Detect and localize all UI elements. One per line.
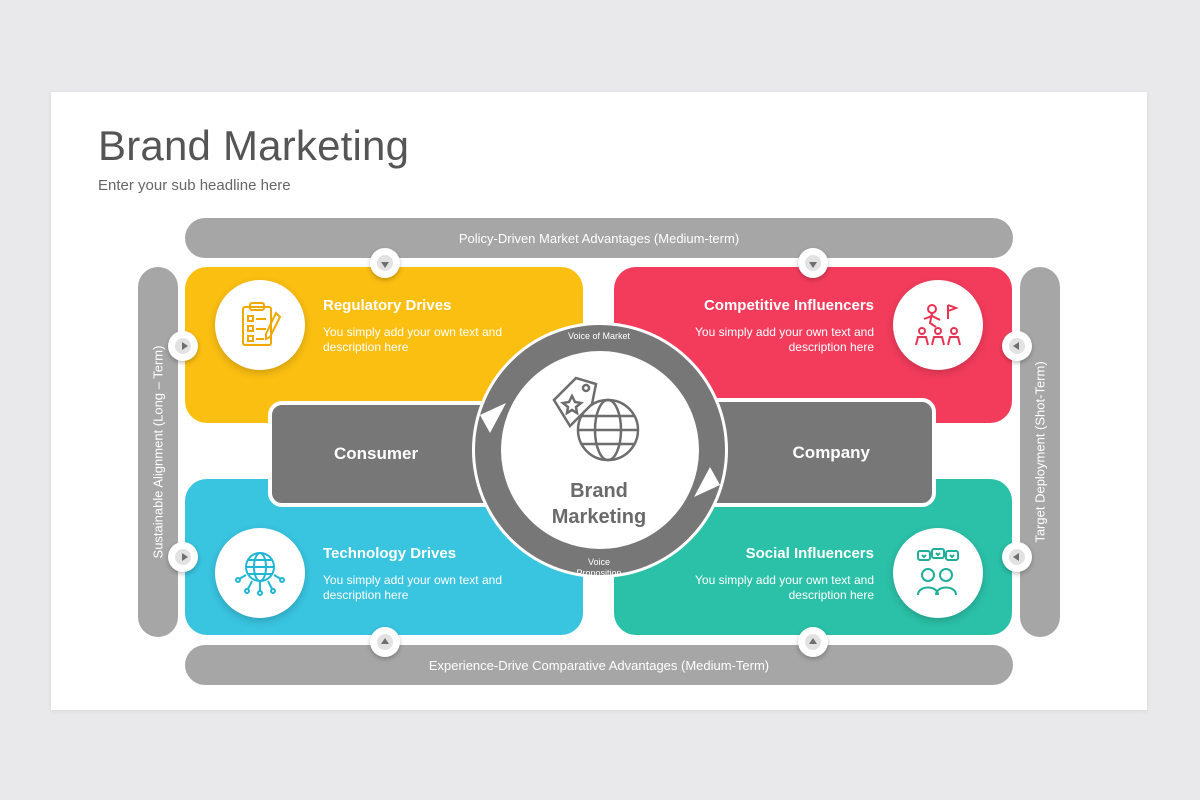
left-top-right-arrow-icon [168,331,198,361]
center-title-line2: Marketing [551,506,647,528]
bottom-left-up-arrow-icon [370,627,400,657]
left-bottom-right-arrow-icon [168,542,198,572]
card-description: You simply add your own text and descrip… [695,325,874,354]
climbing-team-flag-icon [893,280,983,370]
proposition-label: Proposition [576,568,622,578]
bottom-bar-label: Experience-Drive Comparative Advantages … [428,657,770,673]
card-title: Technology Drives [323,545,457,562]
right-bottom-left-arrow-icon [1002,542,1032,572]
card-description: You simply add your own text and descrip… [695,573,874,602]
card-title: Social Influencers [745,545,874,562]
clipboard-checklist-icon [215,280,305,370]
people-chat-hearts-icon [893,528,983,618]
right-bar-label: Target Deployment (Shot-Term) [1032,361,1048,543]
page-subtitle: Enter your sub headline here [98,177,291,194]
center-ring [472,322,728,578]
top-left-down-arrow-icon [370,248,400,278]
right-top-left-arrow-icon [1002,331,1032,361]
card-title: Competitive Influencers [703,297,874,314]
top-bar-label: Policy-Driven Market Advantages (Medium-… [458,230,740,246]
right-bar: Target Deployment (Shot-Term) [1020,267,1060,637]
top-bar: Policy-Driven Market Advantages (Medium-… [185,218,1013,258]
voice-label: Voice [587,557,611,567]
voice-of-market-label: Voice of Market [567,331,631,341]
left-bar: Sustainable Alignment (Long – Term) [138,267,178,637]
consumer-label: Consumer [334,444,419,463]
company-label: Company [792,442,870,462]
card-description: You simply add your own text and descrip… [323,325,502,354]
globe-price-tag-icon [552,376,640,462]
card-description: You simply add your own text and descrip… [323,573,502,602]
center-title: Brand Marketing [530,478,668,530]
bottom-right-up-arrow-icon [798,627,828,657]
left-bar-label: Sustainable Alignment (Long – Term) [150,345,166,559]
bottom-bar: Experience-Drive Comparative Advantages … [185,645,1013,685]
center-title-line1: Brand [570,480,628,502]
card-title: Regulatory Drives [323,297,452,314]
top-right-down-arrow-icon [798,248,828,278]
page-title: Brand Marketing [98,122,410,169]
circuit-globe-icon [215,528,305,618]
